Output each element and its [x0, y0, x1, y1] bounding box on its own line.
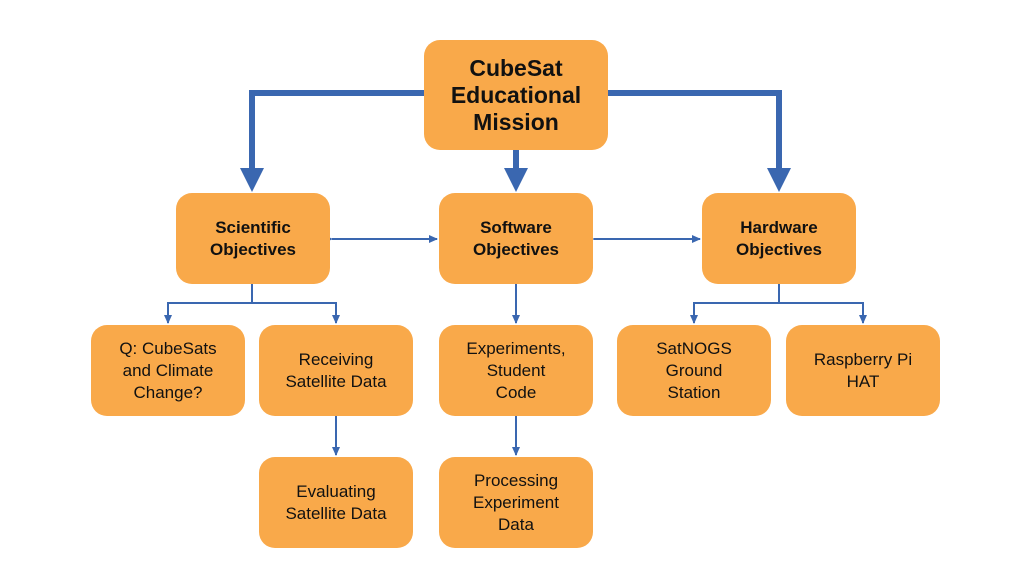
node-q-climate: Q: CubeSats and Climate Change? [91, 325, 245, 416]
connector-to-raspberry [779, 302, 867, 324]
node-raspberry-pi-hat: Raspberry Pi HAT [786, 325, 940, 416]
node-receiving-data: Receiving Satellite Data [259, 325, 413, 416]
connector-root-to-scientific [240, 90, 424, 192]
node-root: CubeSat Educational Mission [424, 40, 608, 150]
connector-to-receiving [252, 302, 340, 324]
node-root-label: CubeSat Educational Mission [450, 54, 582, 135]
node-evaluating-label: Evaluating Satellite Data [285, 481, 387, 523]
node-evaluating-data: Evaluating Satellite Data [259, 457, 413, 548]
node-satnogs-station: SatNOGS Ground Station [617, 325, 771, 416]
node-scientific-label: Scientific Objectives [210, 217, 296, 259]
connector-to-q-climate [164, 302, 252, 324]
connector-root-to-hardware [608, 90, 791, 192]
node-receiving-label: Receiving Satellite Data [285, 349, 387, 391]
node-experiments-label: Experiments, Student Code [466, 338, 566, 402]
node-experiments-code: Experiments, Student Code [439, 325, 593, 416]
node-satnogs-label: SatNOGS Ground Station [656, 338, 732, 402]
node-software-label: Software Objectives [473, 217, 559, 259]
node-hardware-label: Hardware Objectives [736, 217, 822, 259]
connector-to-satnogs [690, 302, 779, 324]
node-scientific-objectives: Scientific Objectives [176, 193, 330, 284]
node-hardware-objectives: Hardware Objectives [702, 193, 856, 284]
node-software-objectives: Software Objectives [439, 193, 593, 284]
node-processing-label: Processing Experiment Data [473, 470, 559, 534]
node-raspberry-label: Raspberry Pi HAT [813, 349, 913, 391]
node-processing-data: Processing Experiment Data [439, 457, 593, 548]
node-q-climate-label: Q: CubeSats and Climate Change? [119, 338, 217, 402]
